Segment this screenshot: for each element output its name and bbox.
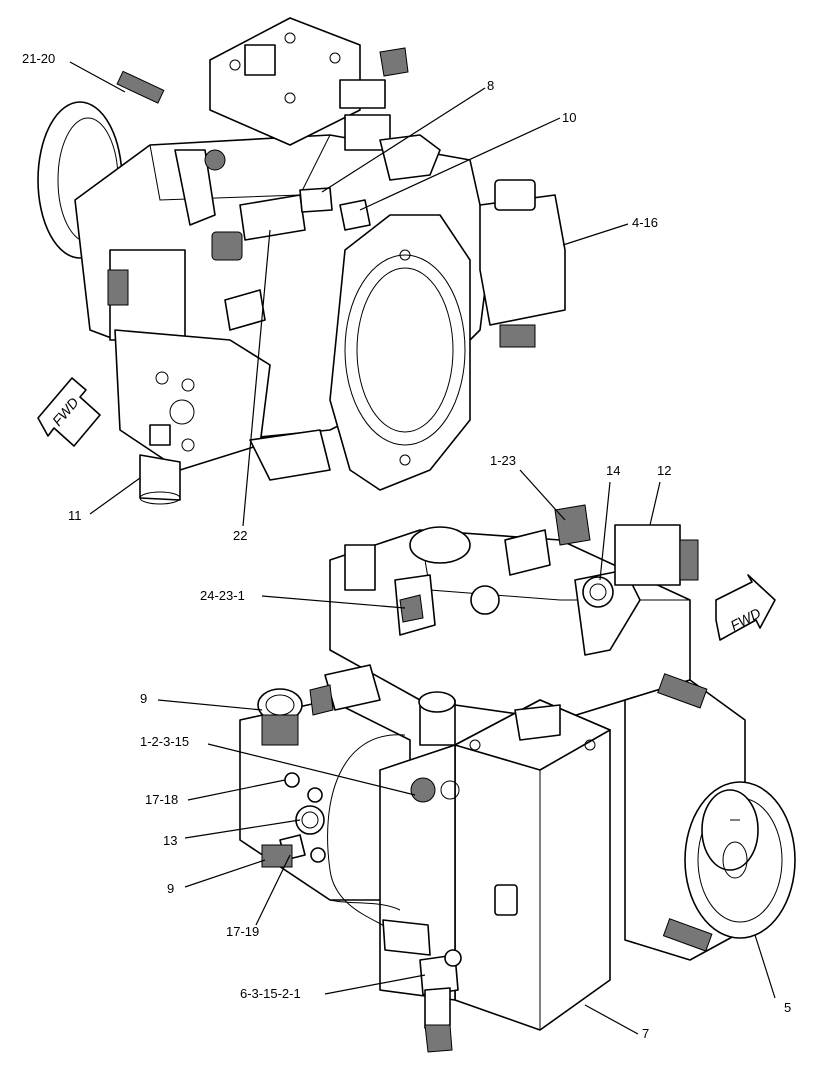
forward-arrow-icon — [37, 377, 101, 447]
callout-17-19: 17-19 — [226, 924, 259, 939]
callout-9-bottom: 9 — [167, 881, 174, 896]
fwd-arrow-right: FWD — [715, 574, 776, 641]
callout-24-23-1: 24-23-1 — [200, 588, 245, 603]
callout-11: 11 — [68, 508, 82, 523]
lower-pump-assembly — [239, 504, 796, 1053]
callout-7: 7 — [642, 1026, 649, 1041]
callout-9-top: 9 — [140, 691, 147, 706]
upper-pump-assembly — [37, 17, 566, 505]
callout-1-2-3-15: 1-2-3-15 — [140, 734, 189, 749]
callout-17-18: 17-18 — [145, 792, 178, 807]
fwd-arrow-left: FWD — [37, 377, 101, 447]
callout-14: 14 — [606, 463, 620, 478]
callout-6-3-15-2-1: 6-3-15-2-1 — [240, 986, 301, 1001]
callout-22: 22 — [233, 528, 247, 543]
callout-12: 12 — [657, 463, 671, 478]
callout-5: 5 — [784, 1000, 791, 1015]
callout-1-23: 1-23 — [490, 453, 516, 468]
callout-8: 8 — [487, 78, 494, 93]
callouts: 21-20 8 10 4-16 11 22 1-23 14 12 24-23-1… — [22, 51, 791, 1041]
callout-4-16: 4-16 — [632, 215, 658, 230]
callout-10: 10 — [562, 110, 576, 125]
callout-13: 13 — [163, 833, 177, 848]
forward-arrow-icon — [715, 574, 776, 641]
callout-21-20: 21-20 — [22, 51, 55, 66]
